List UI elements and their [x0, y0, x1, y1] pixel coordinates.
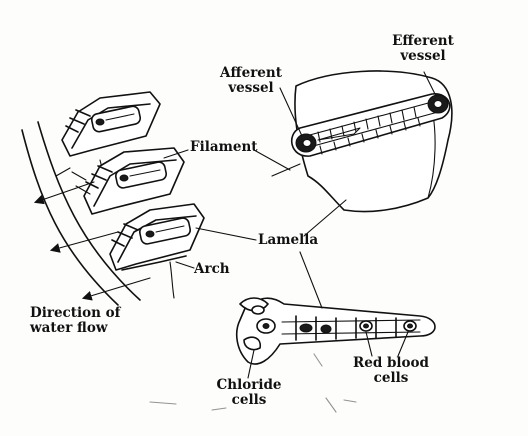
gill-filament-middle	[71, 147, 185, 215]
label-arch: Arch	[194, 261, 230, 277]
label-filament: Filament	[190, 139, 258, 155]
label-rbc-line-1: Red blood	[353, 355, 429, 371]
enlarged-filament-drawing	[271, 70, 453, 213]
label-afferent-line-1: Afferent	[220, 65, 282, 81]
water-flow-arrows	[33, 167, 151, 301]
label-direction-of-water-flow: Direction of water flow	[30, 306, 120, 336]
label-afferent-vessel: Afferent vessel	[216, 66, 286, 96]
label-lamella: Lamella	[258, 232, 319, 248]
label-direction-line-2: water flow	[30, 320, 108, 336]
label-chloride-cells: Chloride cells	[214, 378, 284, 408]
label-direction-line-1: Direction of	[30, 305, 121, 321]
label-red-blood-cells: Red blood cells	[350, 356, 432, 386]
enlarged-lamella-drawing	[235, 297, 436, 365]
label-chloride-line-1: Chloride	[216, 377, 282, 393]
label-rbc-line-2: cells	[373, 370, 409, 386]
label-efferent-vessel: Efferent vessel	[390, 34, 456, 64]
gill-arch-drawing	[21, 121, 175, 306]
gill-filament-upper	[61, 91, 161, 177]
label-afferent-line-2: vessel	[228, 80, 274, 96]
label-chloride-line-2: cells	[231, 392, 267, 408]
gill-filament-lower	[109, 203, 205, 271]
leader-lines	[163, 71, 437, 379]
label-efferent-line-1: Efferent	[392, 33, 454, 49]
scan-marks	[149, 353, 357, 413]
label-efferent-line-2: vessel	[400, 48, 446, 64]
